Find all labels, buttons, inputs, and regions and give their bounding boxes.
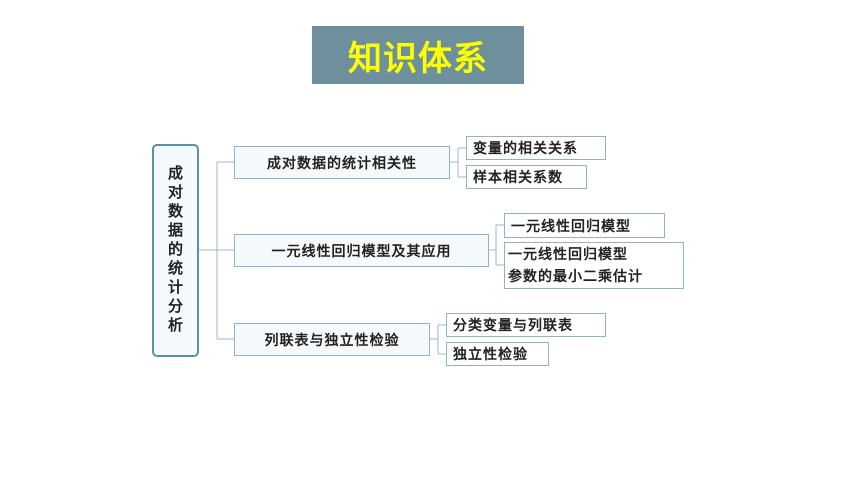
leaf-label-1-1: 变量的相关关系 <box>473 141 578 157</box>
connector-branch-1 <box>450 147 466 178</box>
branch-node-3: 列联表与独立性检验 <box>234 323 430 356</box>
branch-node-2: 一元线性回归模型及其应用 <box>234 234 489 267</box>
branch-label-2: 一元线性回归模型及其应用 <box>271 243 452 260</box>
leaf-label-2-2-line-1: 一元线性回归模型 <box>508 246 628 263</box>
leaf-node-2-2: 一元线性回归模型 参数的最小二乘估计 <box>504 242 684 289</box>
branch-node-1: 成对数据的统计相关性 <box>234 146 450 179</box>
root-node: 成对数据的统计分析 <box>152 144 199 357</box>
leaf-node-3-2: 独立性检验 <box>446 342 549 366</box>
leaf-node-1-2: 样本相关系数 <box>466 165 587 189</box>
root-label: 成对数据的统计分析 <box>166 165 184 336</box>
title-banner: 知识体系 <box>312 26 524 84</box>
branch-label-1: 成对数据的统计相关性 <box>267 155 417 172</box>
connector-branch-2 <box>489 224 504 266</box>
connector-root-branches <box>199 161 234 340</box>
leaf-label-2-1: 一元线性回归模型 <box>511 218 631 235</box>
leaf-node-2-1: 一元线性回归模型 <box>504 213 665 238</box>
branch-label-3: 列联表与独立性检验 <box>264 332 400 349</box>
page-title: 知识体系 <box>348 38 488 79</box>
leaf-node-3-1: 分类变量与列联表 <box>446 313 606 337</box>
leaf-label-3-2: 独立性检验 <box>453 347 528 363</box>
leaf-label-1-2: 样本相关系数 <box>473 170 563 186</box>
connector-branch-3 <box>430 324 446 355</box>
leaf-label-3-1: 分类变量与列联表 <box>453 318 573 334</box>
leaf-label-2-2-line-2: 参数的最小二乘估计 <box>508 268 643 285</box>
leaf-node-1-1: 变量的相关关系 <box>466 136 606 160</box>
